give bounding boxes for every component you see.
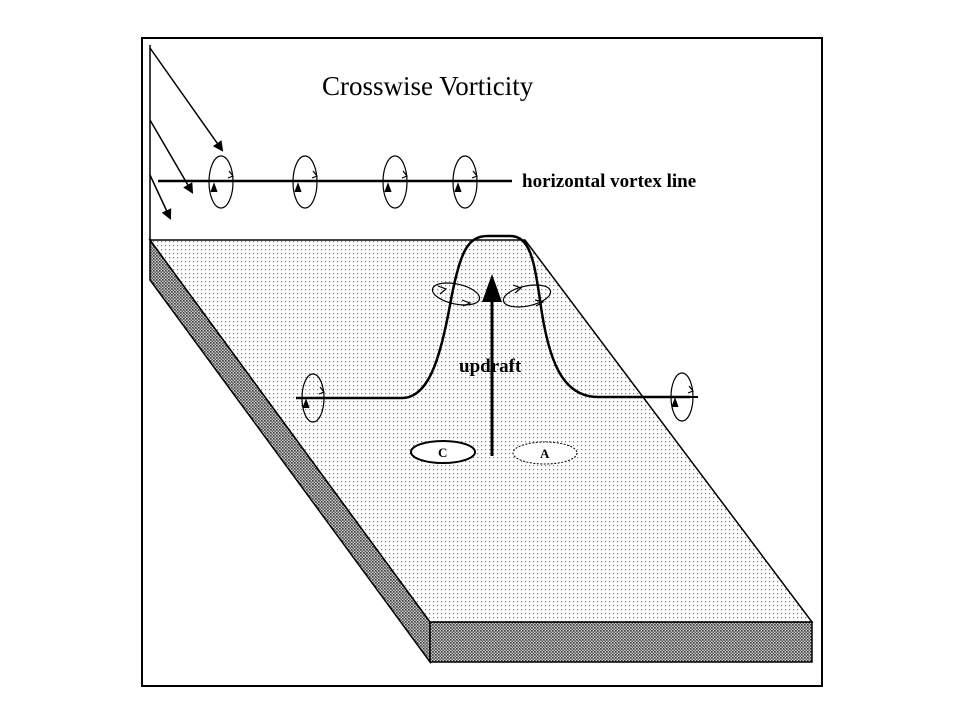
- anticyclonic-bubble: A: [512, 441, 578, 465]
- wind-arrow: [149, 174, 172, 220]
- cyclonic-bubble: C: [410, 440, 476, 464]
- wind-arrow: [149, 47, 224, 152]
- lower-right-vortex-ring: [670, 372, 698, 422]
- anticyclonic-label: A: [540, 446, 550, 461]
- ground-surface: [148, 239, 814, 623]
- diagram-title: Crosswise Vorticity: [322, 71, 534, 101]
- vortex-line-label: horizontal vortex line: [522, 171, 696, 192]
- lower-left-vortex-ring: [301, 373, 325, 423]
- vortex-ring: [292, 155, 318, 209]
- vortex-ring: [382, 155, 408, 209]
- updraft-arrow: [482, 274, 502, 456]
- upper-vortex-rings: [208, 155, 478, 209]
- updraft-label: updraft: [459, 356, 522, 377]
- cyclonic-label: C: [438, 445, 447, 460]
- vortex-ring: [208, 155, 234, 209]
- tilted-vortex-rings: [431, 282, 552, 308]
- slab-front-side: [429, 621, 813, 663]
- tilted-vortex-line: [296, 234, 690, 400]
- vortex-ring: [452, 155, 478, 209]
